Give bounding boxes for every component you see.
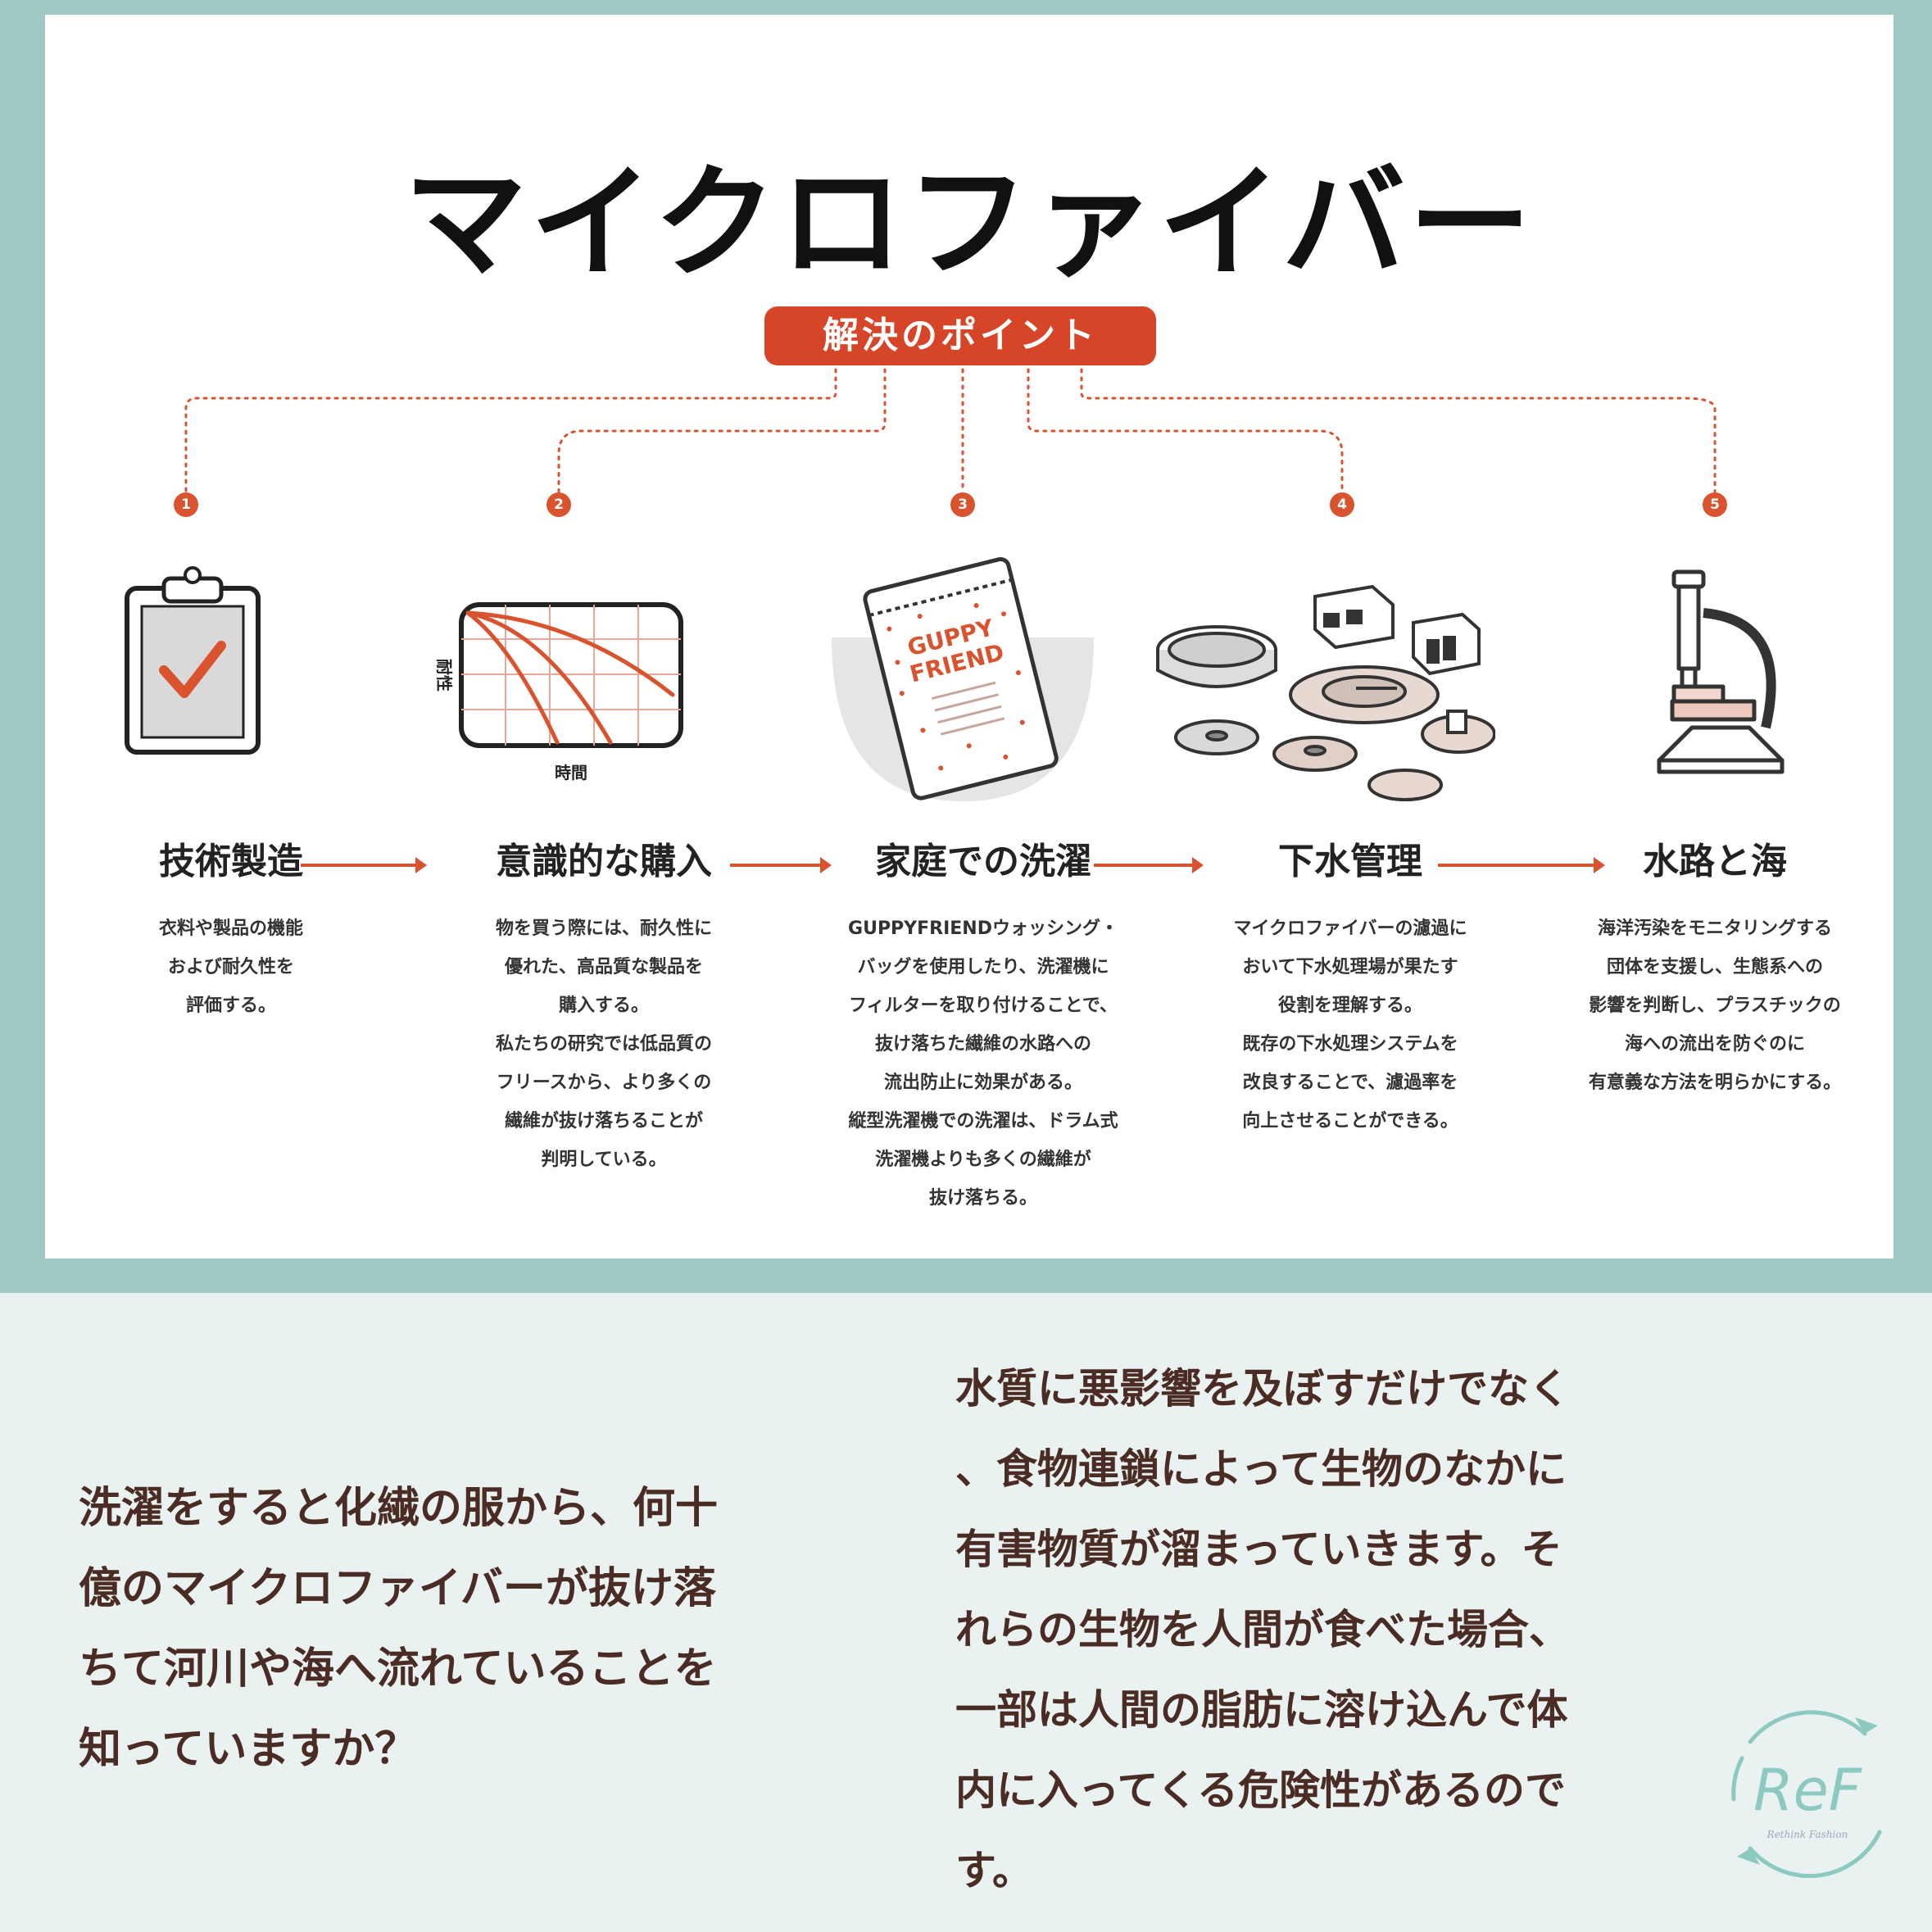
intro-question-text: 洗濯をすると化繊の服から、何十 億のマイクロファイバーが抜け落 ちて河川や海へ流… (79, 1483, 719, 1774)
flow-arrow-3 (1094, 857, 1204, 873)
logo-tagline: Rethink Fashion (1766, 1829, 1848, 1840)
risk-explanation-text: 水質に悪影響を及ぼすだけでなく 、食物連鎖によって生物のなかに 有害物質が溜まっ… (955, 1364, 1570, 1894)
clipboard-check-icon (125, 566, 261, 755)
step-number-2: 2 (546, 492, 571, 517)
logo-mark: ReF (1753, 1757, 1862, 1824)
solution-points-pill: 解決のポイント (764, 306, 1156, 365)
connector-lines (184, 368, 1717, 493)
sewage-treatment-plant-icon (1156, 584, 1495, 801)
step-title-2: 意識的な購入 (496, 841, 712, 882)
step-description-5: 海洋汚染をモニタリングする 団体を支援し、生態系への 影響を判断し、プラスチック… (1588, 918, 1842, 1093)
step-description-1: 衣料や製品の機能 および耐久性を 評価する。 (158, 918, 303, 1016)
step-description-4: マイクロファイバーの濾過に おいて下水処理場が果たす 役割を理解する。 既存の下… (1233, 918, 1467, 1132)
step-description-2: 物を買う際には、耐久性に 優れた、高品質な製品を 購入する。 私たちの研究では低… (495, 918, 712, 1170)
step-title-4: 下水管理 (1278, 841, 1422, 882)
graph-y-label: 耐性 (434, 659, 454, 692)
step-description-3: GUPPYFRIENDウォッシング・ バッグを使用したり、洗濯機に フィルターを… (848, 918, 1118, 1209)
ref-logo: ReF Rethink Fashion (1717, 1693, 1898, 1889)
graph-x-label: 時間 (555, 763, 587, 782)
step-number-4: 4 (1330, 492, 1354, 517)
recycle-arrows-icon (1731, 1710, 1882, 1879)
step-number-3: 3 (950, 492, 975, 517)
infographic-panel: マイクロファイバー 解決のポイント 1 技術製造 衣料や製品の機能 および耐久性… (45, 15, 1893, 1259)
flow-arrow-2 (730, 857, 832, 873)
infographic-title: マイクロファイバー (403, 152, 1535, 295)
step-title-3: 家庭での洗濯 (875, 841, 1091, 882)
flow-arrow-4 (1438, 857, 1605, 873)
step-number-5: 5 (1703, 492, 1727, 517)
flow-arrow-1 (301, 857, 427, 873)
durability-graph-icon: 耐性 時間 (434, 602, 683, 782)
step-title-5: 水路と海 (1643, 841, 1787, 882)
microscope-icon (1657, 569, 1785, 774)
step-title-1: 技術製造 (159, 841, 303, 882)
washing-bag-icon: GUPPY FRIEND (832, 557, 1094, 801)
step-number-1: 1 (174, 492, 198, 517)
